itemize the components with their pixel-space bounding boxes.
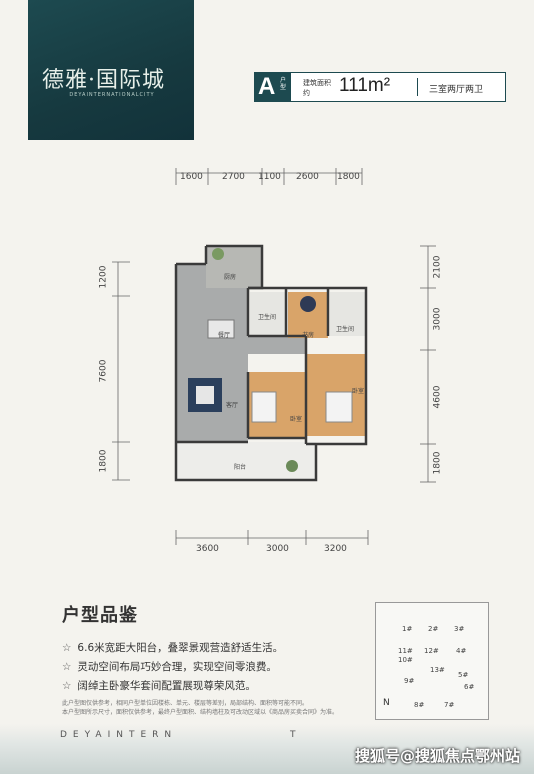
star-icon: ☆ bbox=[62, 642, 72, 654]
dim-left-2: 7600 bbox=[98, 359, 109, 383]
building-label: 13# bbox=[430, 666, 445, 674]
feature-text: 阔绰主卧豪华套间配置展现尊荣风范。 bbox=[77, 680, 256, 692]
dim-top-4: 2600 bbox=[296, 172, 319, 182]
dim-top-3: 1100 bbox=[258, 172, 281, 182]
building-label: 3# bbox=[454, 625, 465, 633]
plant bbox=[286, 460, 298, 472]
dim-right-4: 1800 bbox=[432, 451, 443, 475]
dimension-lines bbox=[112, 168, 436, 545]
brand-name-en: DEYAINTERNATIONALCITY bbox=[69, 92, 155, 98]
dim-right-3: 4600 bbox=[432, 385, 443, 409]
building-label: 8# bbox=[414, 701, 425, 709]
unit-badge: A 户型 bbox=[254, 72, 290, 102]
feature-text: 灵动空间布局巧妙合理，实现空间零浪费。 bbox=[77, 661, 277, 673]
unit-letter-suffix: 户型 bbox=[280, 77, 287, 91]
room-label-bedroom-2: 卧室 bbox=[352, 388, 365, 395]
bed-1 bbox=[251, 391, 277, 423]
dim-bottom-3: 3200 bbox=[324, 544, 347, 554]
footer-band bbox=[0, 724, 534, 774]
info-divider bbox=[417, 78, 418, 96]
room-label-bath-1: 卫生间 bbox=[258, 314, 277, 321]
room-label-living: 客厅 bbox=[226, 402, 239, 409]
bed-2 bbox=[325, 391, 353, 423]
brand-logo: 德雅·国际城 DEYAINTERNATIONALCITY bbox=[28, 0, 194, 140]
living-floor bbox=[176, 264, 248, 442]
room-label-balcony: 阳台 bbox=[234, 464, 247, 471]
watermark: 搜狐号@搜狐焦点鄂州站 bbox=[354, 747, 520, 765]
dim-bottom-1: 3600 bbox=[196, 544, 219, 554]
coffee-table bbox=[196, 386, 214, 404]
dim-bottom-2: 3000 bbox=[266, 544, 289, 554]
footer-text-right: T bbox=[290, 730, 302, 740]
north-arrow-icon: N bbox=[383, 698, 390, 708]
dining-table bbox=[207, 319, 235, 339]
dim-top-1: 1600 bbox=[180, 172, 203, 182]
disclaimer-1: 此户型图仅供参考，相同户型单位因楼栋、单元、楼层等差别，局部结构、面积等可能不同… bbox=[62, 700, 309, 707]
layout-type: 三室两厅两卫 bbox=[429, 85, 484, 95]
building-label: 6# bbox=[464, 683, 475, 691]
area-label: 建筑面积约 bbox=[303, 79, 331, 97]
star-icon: ☆ bbox=[62, 680, 72, 692]
bath-1-floor bbox=[250, 292, 286, 336]
site-plan: 1# 2# 3# 11# 12# 4# 10# 13# 5# 9# 6# 8# … bbox=[375, 602, 489, 720]
building-label: 1# bbox=[402, 625, 413, 633]
building-label: 10# bbox=[398, 656, 413, 664]
dim-top-5: 1800 bbox=[337, 172, 360, 182]
dim-right-2: 3000 bbox=[432, 307, 443, 331]
study-chair bbox=[300, 296, 316, 312]
dim-right-1: 2100 bbox=[432, 255, 443, 279]
dim-left-1: 1200 bbox=[98, 265, 109, 289]
feature-item-3: ☆ 阔绰主卧豪华套间配置展现尊荣风范。 bbox=[62, 678, 256, 693]
footer-text-left: DEYAINTERN bbox=[60, 730, 178, 740]
bath-2-floor bbox=[330, 292, 366, 336]
room-label-kitchen: 厨房 bbox=[224, 274, 237, 281]
dim-left-3: 1800 bbox=[98, 449, 109, 473]
features-title: 户型品鉴 bbox=[62, 605, 138, 626]
building-label: 12# bbox=[424, 647, 439, 655]
feature-item-1: ☆ 6.6米宽距大阳台，叠翠景观营造舒适生活。 bbox=[62, 640, 283, 655]
building-label: 2# bbox=[428, 625, 439, 633]
room-label-bath-2: 卫生间 bbox=[336, 326, 355, 333]
building-label: 7# bbox=[444, 701, 455, 709]
walls bbox=[174, 244, 368, 482]
star-icon: ☆ bbox=[62, 661, 72, 673]
dim-top-2: 2700 bbox=[222, 172, 245, 182]
feature-item-2: ☆ 灵动空间布局巧妙合理，实现空间零浪费。 bbox=[62, 659, 277, 674]
building-label: 11# bbox=[398, 647, 413, 655]
kitchen-plant bbox=[212, 248, 224, 260]
area-value: 111m² bbox=[339, 75, 391, 96]
unit-letter: A bbox=[258, 73, 276, 100]
unit-info-box: 建筑面积约 111m² 三室两厅两卫 bbox=[290, 72, 506, 102]
building-label: 9# bbox=[404, 677, 415, 685]
room-label-bedroom-1: 卧室 bbox=[290, 416, 303, 423]
room-label-study: 书房 bbox=[302, 332, 315, 339]
feature-text: 6.6米宽距大阳台，叠翠景观营造舒适生活。 bbox=[77, 642, 284, 654]
building-label: 5# bbox=[458, 671, 469, 679]
room-label-dining: 餐厅 bbox=[218, 332, 231, 339]
brand-name: 德雅·国际城 bbox=[42, 68, 165, 93]
disclaimer-2: 本户型图所示尺寸，面积仅供参考，最终户型面积、结构墙柱及可改动区域以《商品房买卖… bbox=[62, 709, 339, 716]
building-label: 4# bbox=[456, 647, 467, 655]
